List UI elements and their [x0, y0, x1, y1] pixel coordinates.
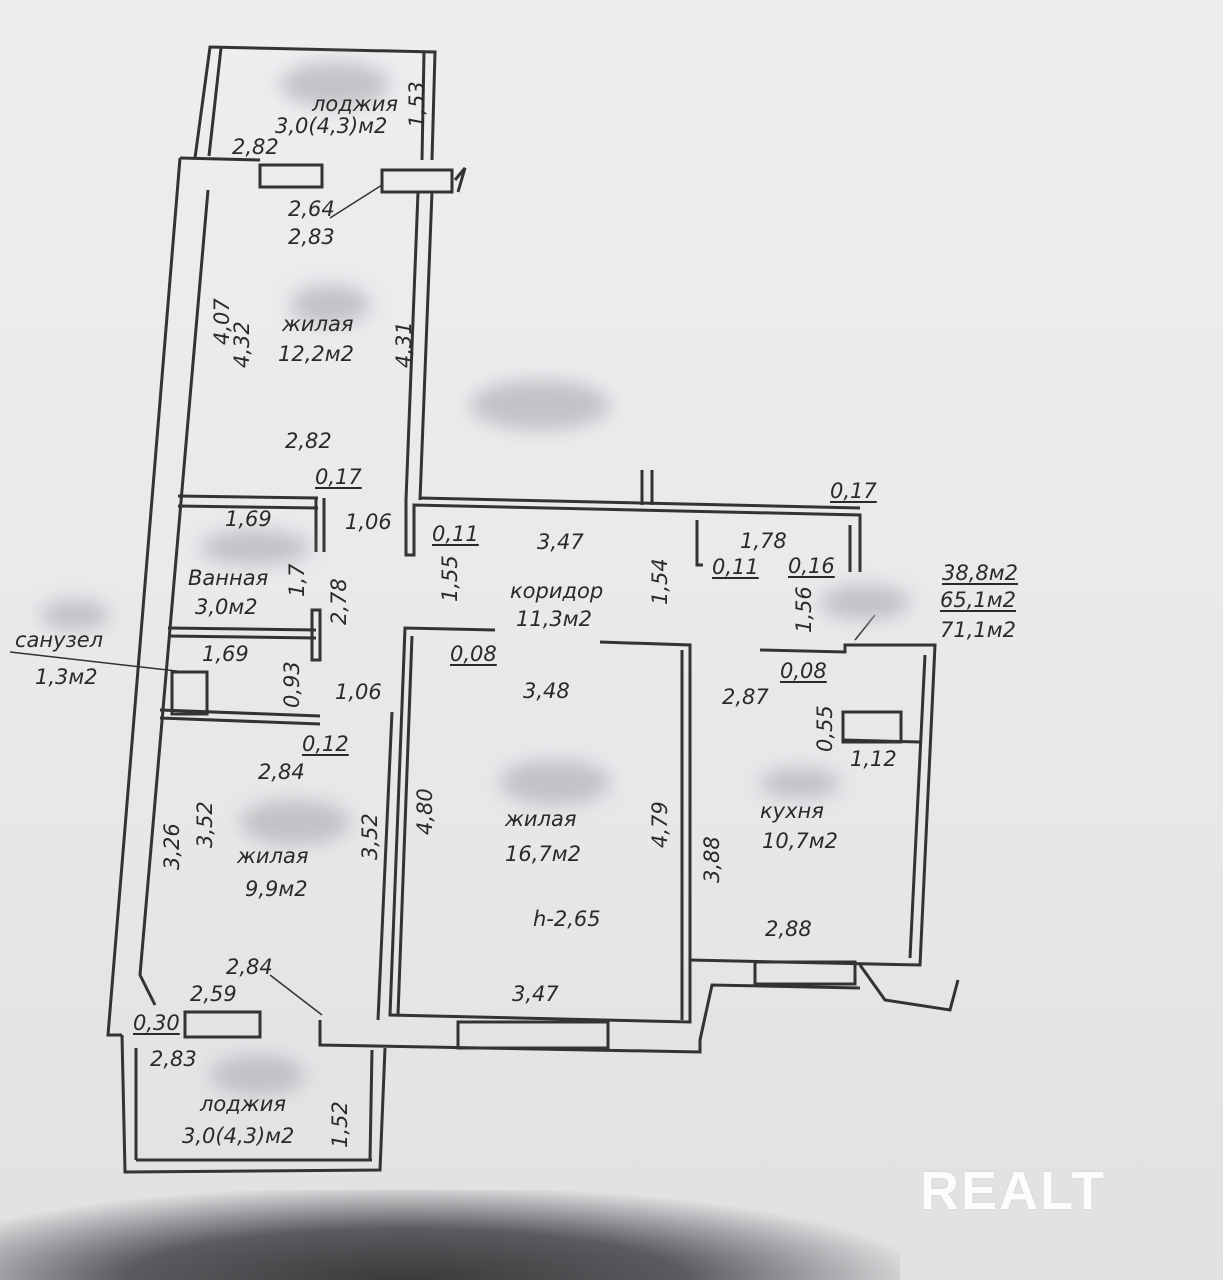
dim-label: 3,47: [512, 982, 559, 1006]
dim-label: 1,12: [850, 747, 897, 771]
dim-label: 1,69: [225, 507, 272, 531]
dim-label: 2,84: [258, 760, 305, 784]
dim-label: 2,88: [765, 917, 812, 941]
dim-label: 1,53: [405, 81, 429, 128]
toilet-label: санузел: [15, 628, 104, 652]
dim-label: 3,47: [537, 530, 584, 554]
dim-label: 1,55: [438, 555, 462, 602]
dim-label: 3,52: [358, 813, 382, 860]
dim-label: 0,17: [830, 479, 877, 503]
dim-label: 2,87: [722, 685, 769, 709]
upper-bedroom-label: жилая: [282, 312, 354, 336]
kitchen-label: кухня: [760, 799, 824, 823]
dim-label: 3,52: [193, 801, 217, 848]
dim-label: 1,7: [285, 563, 309, 597]
dim-label: 2,82: [232, 135, 279, 159]
corridor-area: 11,3м2: [516, 607, 592, 631]
lower-bedroom-area: 9,9м2: [245, 877, 308, 901]
kitchen-walls: [689, 643, 937, 967]
dim-label: 0,08: [450, 642, 497, 666]
dim-label: 3,48: [523, 679, 570, 703]
dim-label: 2,83: [288, 225, 335, 249]
dim-label: 1,69: [202, 642, 249, 666]
dim-label: 2,84: [226, 955, 273, 979]
photo-shadow: [0, 1190, 900, 1280]
bottom-loggia-outline: [120, 1034, 387, 1174]
overall-area: 71,1м2: [940, 618, 1016, 642]
dim-label: 0,08: [780, 659, 827, 683]
upper-bedroom-area: 12,2м2: [278, 342, 354, 366]
bottom-loggia-label: лоджия: [200, 1092, 286, 1116]
dim-label: 2,78: [327, 578, 351, 625]
total-living-area: 38,8м2: [942, 561, 1018, 585]
corridor-label: коридор: [510, 579, 604, 603]
bathroom-area: 3,0м2: [195, 595, 258, 619]
living-room-label: жилая: [505, 807, 577, 831]
living-room-walls: [388, 626, 692, 1024]
dim-label: 4,32: [230, 321, 254, 368]
dim-label: 1,06: [335, 680, 382, 704]
realt-watermark: REALT: [920, 1161, 1106, 1221]
bathroom-label: Ванная: [188, 566, 269, 590]
top-loggia-area: 3,0(4,3)м2: [275, 114, 388, 138]
corridor-top-wall: [404, 500, 862, 572]
dim-label: 2,83: [150, 1047, 197, 1071]
dim-label: 1,78: [740, 529, 787, 553]
left-exterior-wall: [106, 157, 182, 1037]
dim-label: 4,31: [392, 321, 416, 368]
dim-label: 0,55: [813, 705, 837, 752]
top-loggia-outline: [193, 45, 437, 161]
dim-label: 2,64: [288, 197, 335, 221]
living-room-area: 16,7м2: [505, 842, 581, 866]
kitchen-area: 10,7м2: [762, 829, 838, 853]
dim-label: 0,11: [712, 555, 759, 579]
dim-label: 1,56: [792, 586, 816, 633]
dim-label: 0,30: [133, 1011, 180, 1035]
ceiling-height: h-2,65: [533, 907, 601, 931]
dim-label: 2,59: [190, 982, 237, 1006]
dim-label: 1,54: [648, 558, 672, 605]
bottom-loggia-area: 3,0(4,3)м2: [182, 1124, 295, 1148]
toilet-area: 1,3м2: [35, 665, 98, 689]
dim-label: 2,82: [285, 429, 332, 453]
dim-label: 1,52: [328, 1101, 352, 1148]
dim-label: 0,17: [315, 465, 362, 489]
lower-bedroom-label: жилая: [237, 844, 309, 868]
dim-label: 3,88: [700, 836, 724, 883]
dim-label: 0,11: [432, 522, 479, 546]
total-area: 65,1м2: [940, 588, 1016, 612]
dim-label: 1,06: [345, 510, 392, 534]
top-loggia-label: лоджия: [312, 92, 398, 116]
dim-label: 4,79: [648, 801, 672, 848]
dim-label: 0,16: [788, 554, 835, 578]
dim-label: 0,12: [302, 732, 349, 756]
dim-label: 3,26: [160, 823, 184, 870]
dim-label: 0,93: [280, 661, 304, 708]
dim-label: 4,80: [413, 788, 437, 835]
